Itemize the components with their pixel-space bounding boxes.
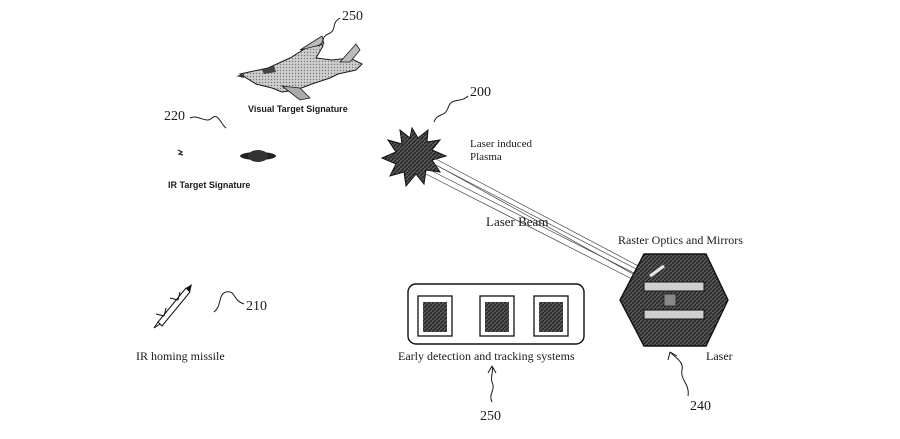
ref-250-bottom: 250 (480, 409, 501, 424)
ref-leader-200 (433, 95, 469, 123)
ref-210: 210 (246, 299, 267, 314)
raster-optics-label: Raster Optics and Mirrors (618, 233, 743, 247)
detector-unit-2 (479, 295, 515, 337)
ref-200: 200 (470, 85, 491, 100)
detector-unit-3 (533, 295, 569, 337)
ref-250-top: 250 (342, 9, 363, 24)
mirror-lower (643, 309, 705, 320)
ref-240: 240 (690, 399, 711, 414)
early-detection-systems (407, 283, 585, 345)
ref-leader-240 (669, 351, 689, 397)
detector-unit-1 (417, 295, 453, 337)
missile-icon (153, 284, 192, 329)
plasma-label-line1: Laser induced (470, 138, 532, 150)
ir-signature-icon (177, 149, 276, 162)
laser-beam-label: Laser Beam (486, 214, 548, 229)
laser-beam (421, 157, 647, 283)
laser-label: Laser (706, 349, 733, 363)
mirror-upper (643, 281, 705, 292)
ref-leader-220 (189, 116, 227, 129)
plasma-burst-icon (380, 126, 448, 188)
plasma-label-line2: Plasma (470, 151, 502, 163)
ref-leader-210 (213, 291, 245, 313)
visual-signature-label: Visual Target Signature (248, 104, 348, 114)
ir-signature-label: IR Target Signature (168, 180, 250, 190)
laser-hexagon-icon (619, 253, 729, 347)
ref-220: 220 (164, 109, 185, 124)
ir-missile-label: IR homing missile (136, 349, 225, 363)
early-detection-label: Early detection and tracking systems (398, 349, 575, 363)
ref-leader-250-top (317, 17, 341, 47)
fighter-jet-icon (236, 35, 363, 101)
ref-leader-250-bottom (490, 365, 494, 403)
